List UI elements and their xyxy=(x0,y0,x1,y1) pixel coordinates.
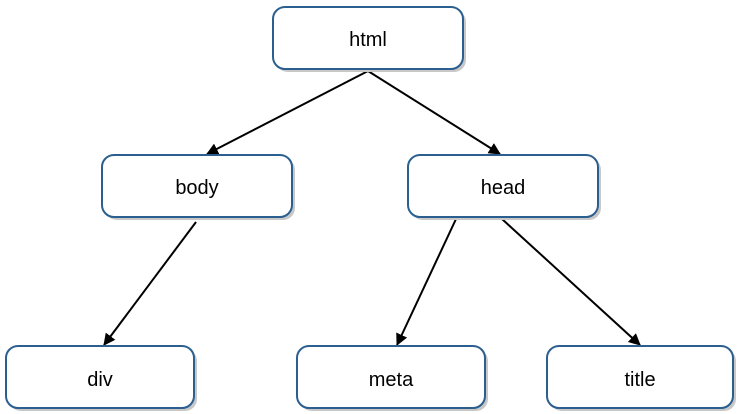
edge-html-head xyxy=(367,70,501,155)
edge-head-meta xyxy=(396,218,457,346)
edge-html-body xyxy=(206,70,369,155)
node-label-body: body xyxy=(175,177,218,199)
node-title: title xyxy=(546,345,736,411)
node-label-div: div xyxy=(87,369,113,391)
node-meta: meta xyxy=(296,345,488,411)
node-body: body xyxy=(101,154,295,220)
node-label-html: html xyxy=(349,29,387,51)
node-label-meta: meta xyxy=(369,369,414,391)
node-label-title: title xyxy=(624,369,655,391)
node-label-head: head xyxy=(481,177,526,199)
node-div: div xyxy=(5,345,197,411)
node-html: html xyxy=(272,6,466,72)
edge-head-title xyxy=(501,218,641,346)
node-head: head xyxy=(407,154,601,220)
edge-body-div xyxy=(103,221,197,346)
